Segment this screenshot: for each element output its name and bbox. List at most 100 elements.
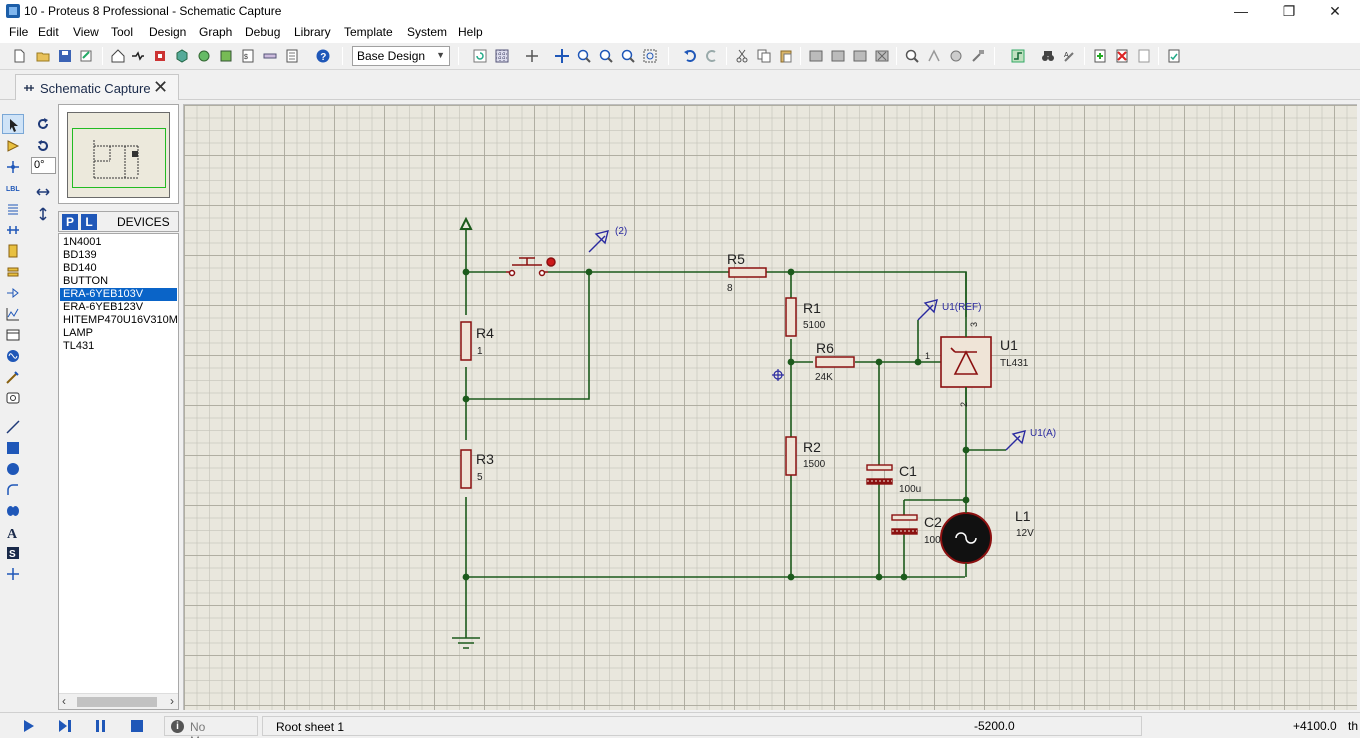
box-mode-button[interactable]: [2, 438, 24, 458]
lamp-l1[interactable]: [940, 500, 992, 577]
probe-2[interactable]: [588, 230, 609, 253]
scroll-left-icon[interactable]: ‹: [62, 694, 66, 708]
design-explorer-button[interactable]: [216, 46, 236, 66]
svg-text:S: S: [9, 549, 16, 560]
devices-horizontal-scrollbar[interactable]: ‹ ›: [59, 693, 178, 709]
wire-label-mode-button[interactable]: LBL: [2, 178, 24, 198]
buses-mode-button[interactable]: [2, 220, 24, 240]
home-page-button[interactable]: [108, 46, 128, 66]
minimize-button[interactable]: —: [1234, 3, 1248, 19]
device-item[interactable]: TL431: [63, 340, 95, 352]
ground-terminal[interactable]: [452, 637, 480, 649]
device-item[interactable]: HITEMP470U16V310M: [63, 314, 178, 326]
schematic-button[interactable]: [128, 46, 148, 66]
bom-button[interactable]: $: [238, 46, 258, 66]
marker-mode-button[interactable]: [2, 564, 24, 584]
design-variant-select[interactable]: Base Design ▼: [352, 46, 450, 66]
resistor-r5[interactable]: [728, 267, 767, 278]
new-file-button[interactable]: [9, 46, 29, 66]
resistor-r3[interactable]: [460, 449, 472, 489]
component-mode-button[interactable]: [2, 136, 24, 156]
device-item[interactable]: ERA-6YEB123V: [63, 301, 144, 313]
pcb-layout-button[interactable]: [150, 46, 170, 66]
menu-system[interactable]: System: [407, 25, 448, 39]
arc-mode-button[interactable]: [2, 480, 24, 500]
capacitor-c2[interactable]: [891, 514, 918, 535]
menu-design[interactable]: Design: [149, 25, 187, 39]
menu-graph[interactable]: Graph: [199, 25, 233, 39]
selection-mode-button[interactable]: [2, 114, 24, 134]
closed-path-mode-button[interactable]: [2, 501, 24, 521]
overview-view-frame: [72, 128, 166, 188]
capacitor-c1[interactable]: [866, 464, 893, 485]
library-manager-button[interactable]: L: [81, 214, 97, 230]
probe-u1-ref[interactable]: [917, 299, 938, 321]
3d-viewer-button[interactable]: [172, 46, 192, 66]
device-item[interactable]: BUTTON: [63, 275, 109, 287]
device-item[interactable]: BD140: [63, 262, 97, 274]
push-button-switch[interactable]: [506, 257, 556, 277]
resistor-r4[interactable]: [460, 321, 472, 361]
menu-view[interactable]: View: [73, 25, 99, 39]
power-terminal[interactable]: [459, 216, 473, 230]
menu-template[interactable]: Template: [344, 25, 393, 39]
menu-tool[interactable]: Tool: [111, 25, 134, 39]
virtual-instruments-mode-button[interactable]: [2, 388, 24, 408]
junction-dot-mode-button[interactable]: [2, 157, 24, 177]
symbol-mode-button[interactable]: S: [2, 543, 24, 563]
import-button[interactable]: [76, 46, 96, 66]
rotation-angle-field[interactable]: 0°: [31, 157, 56, 174]
gerber-viewer-button[interactable]: [194, 46, 214, 66]
stop-button[interactable]: [128, 718, 146, 734]
tab-close-icon[interactable]: ✕: [153, 77, 169, 97]
menu-edit[interactable]: Edit: [38, 25, 59, 39]
menu-library[interactable]: Library: [294, 25, 331, 39]
step-button[interactable]: [56, 718, 74, 734]
resistor-r2[interactable]: [785, 436, 797, 476]
mirror-y-button[interactable]: [32, 204, 54, 224]
scroll-thumb[interactable]: [77, 697, 157, 707]
resistor-r1[interactable]: [785, 297, 797, 337]
device-item-selected[interactable]: ERA-6YEB103V: [60, 288, 177, 301]
messages-area[interactable]: i No Messages: [164, 716, 258, 738]
tab-schematic-capture[interactable]: Schematic Capture ✕: [15, 74, 179, 100]
terminals-mode-button[interactable]: [2, 262, 24, 282]
line-mode-button[interactable]: [2, 417, 24, 437]
text-script-mode-button[interactable]: [2, 199, 24, 219]
generator-mode-button[interactable]: [2, 346, 24, 366]
play-button[interactable]: [20, 718, 38, 734]
notes-button[interactable]: [282, 46, 302, 66]
graph-mode-button[interactable]: [2, 304, 24, 324]
close-button[interactable]: ✕: [1329, 3, 1341, 19]
schematic-editing-window[interactable]: R4 1 R3 5 R5 8 R1 5100 R6 24K R2 1500 C1…: [183, 104, 1357, 710]
save-button[interactable]: [55, 46, 75, 66]
overview-window[interactable]: [58, 104, 179, 204]
menu-debug[interactable]: Debug: [245, 25, 281, 39]
device-pins-mode-button[interactable]: [2, 283, 24, 303]
mirror-x-button[interactable]: [32, 182, 54, 202]
rotate-clockwise-button[interactable]: [32, 114, 54, 134]
open-file-button[interactable]: [33, 46, 53, 66]
tape-recorder-mode-button[interactable]: [2, 325, 24, 345]
circle-mode-button[interactable]: [2, 459, 24, 479]
pick-from-library-button[interactable]: P: [62, 214, 78, 230]
device-item[interactable]: BD139: [63, 249, 97, 261]
device-item[interactable]: LAMP: [63, 327, 93, 339]
probe-u1-a[interactable]: [1005, 430, 1026, 451]
pause-button[interactable]: [92, 718, 110, 734]
menu-help[interactable]: Help: [458, 25, 483, 39]
resistor-r6[interactable]: [815, 356, 855, 368]
devices-list[interactable]: 1N4001 BD139 BD140 BUTTON ERA-6YEB103V E…: [58, 233, 179, 710]
menu-file[interactable]: File: [9, 25, 29, 39]
rotate-anticlockwise-button[interactable]: [32, 136, 54, 156]
help-button[interactable]: ?: [313, 46, 333, 66]
maximize-button[interactable]: ❐: [1282, 3, 1296, 19]
device-item[interactable]: 1N4001: [63, 236, 102, 248]
subcircuit-mode-button[interactable]: [2, 241, 24, 261]
text-mode-button[interactable]: A: [2, 522, 24, 542]
scroll-right-icon[interactable]: ›: [170, 694, 174, 708]
label-r1-value: 5100: [803, 320, 826, 331]
voltage-probe-mode-button[interactable]: [2, 367, 24, 387]
netlist-button[interactable]: [260, 46, 280, 66]
tl431-u1[interactable]: [940, 317, 992, 403]
